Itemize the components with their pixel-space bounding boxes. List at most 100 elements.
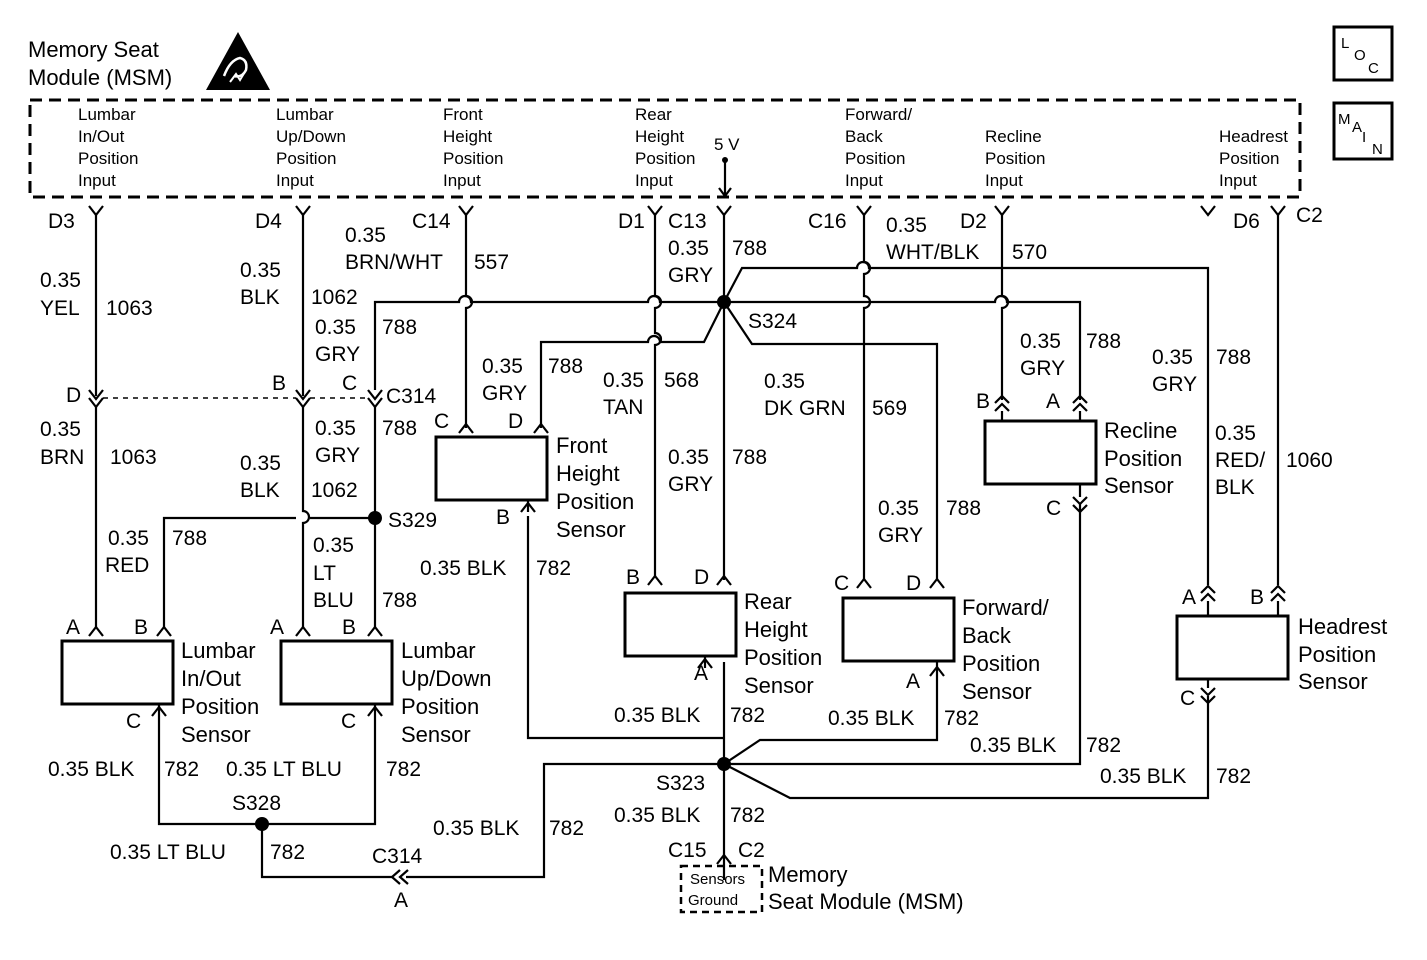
wire-circuit: 782 <box>549 817 584 840</box>
input-label-recline: Recline Position Input <box>985 127 1045 190</box>
wire-circuit: 782 <box>1086 734 1121 757</box>
wire-label: 0.35 BLK <box>614 804 700 827</box>
splice-s323-label: S323 <box>656 772 705 795</box>
svg-text:D: D <box>508 410 523 433</box>
wire-size: 0.35 <box>240 259 281 282</box>
wire-circuit: 782 <box>730 704 765 727</box>
svg-text:B: B <box>496 506 510 529</box>
wire-label: 0.35 LT BLU <box>226 758 342 781</box>
wire-circuit: 782 <box>536 557 571 580</box>
svg-text:B: B <box>342 616 356 639</box>
wire-size: 0.35 <box>886 214 927 237</box>
wire-label: 0.35 BLK <box>828 707 914 730</box>
svg-text:A: A <box>66 616 80 639</box>
svg-text:Position: Position <box>1298 642 1376 667</box>
msm-pin-d4: D4 <box>255 210 282 233</box>
rear-height-sensor: B D A Rear Height Position Sensor <box>623 566 822 698</box>
svg-text:Front: Front <box>443 105 483 124</box>
c314-pin-d: D <box>66 384 81 407</box>
wire-label: 0.35 BLK <box>420 557 506 580</box>
wire-size: 0.35 <box>1020 330 1061 353</box>
wire-circuit: 788 <box>946 497 981 520</box>
wire-label: 0.35 LT BLU <box>110 841 226 864</box>
lumbar-inout-sensor: A B C Lumbar In/Out Position Sensor <box>60 616 259 747</box>
svg-text:Lumbar: Lumbar <box>401 638 476 663</box>
loc-icon: L O C <box>1332 25 1394 82</box>
input-label-forward-back: Forward/ Back Position Input <box>845 105 912 190</box>
svg-text:Position: Position <box>962 651 1040 676</box>
forward-back-sensor: C D A Forward/ Back Position Sensor <box>834 572 1050 704</box>
svg-text:Position: Position <box>401 694 479 719</box>
wire-circuit: 782 <box>164 758 199 781</box>
recline-sensor: B A C Recline Position Sensor <box>976 390 1182 520</box>
svg-text:Up/Down: Up/Down <box>401 666 491 691</box>
svg-text:Position: Position <box>443 149 503 168</box>
svg-text:Sensor: Sensor <box>1298 669 1368 694</box>
svg-text:Sensors: Sensors <box>690 871 745 888</box>
svg-text:Height: Height <box>443 127 492 146</box>
svg-text:C: C <box>341 710 356 733</box>
wire-size: 0.35 <box>1152 346 1193 369</box>
headrest-sensor: A B C Headrest Position Sensor <box>1175 584 1387 710</box>
msm-pin-d3: D3 <box>48 210 75 233</box>
svg-text:A: A <box>1352 119 1362 136</box>
wire-size: 0.35 <box>108 527 149 550</box>
msm-pin-c2: C2 <box>1296 204 1323 227</box>
svg-text:Position: Position <box>556 489 634 514</box>
msm-pin-c16: C16 <box>808 210 847 233</box>
svg-text:Up/Down: Up/Down <box>276 127 346 146</box>
svg-text:Input: Input <box>78 171 116 190</box>
splice-s323-dot <box>717 757 731 771</box>
splice-s328-label: S328 <box>232 792 281 815</box>
wire-label: 0.35 BLK <box>433 817 519 840</box>
input-label-lumbar-inout: Lumbar In/Out Position Input <box>78 105 138 190</box>
wire-circuit: 788 <box>1086 330 1121 353</box>
svg-text:C: C <box>434 410 449 433</box>
wire-size: 0.35 <box>240 452 281 475</box>
svg-text:Position: Position <box>276 149 336 168</box>
svg-text:C15: C15 <box>668 839 707 862</box>
svg-text:B: B <box>626 566 640 589</box>
wire-circuit: 788 <box>382 316 417 339</box>
wire-color: BLK <box>240 286 280 309</box>
wire-size: 0.35 <box>313 534 354 557</box>
svg-text:C2: C2 <box>738 839 765 862</box>
wire-color: GRY <box>668 264 713 287</box>
svg-text:Position: Position <box>635 149 695 168</box>
lumbar-updown-sensor: A B C Lumbar Up/Down Position Sensor <box>270 616 491 747</box>
wire-color: LT <box>313 562 336 585</box>
svg-text:C: C <box>1046 497 1061 520</box>
svg-text:N: N <box>1372 141 1383 158</box>
svg-text:Sensor: Sensor <box>744 673 814 698</box>
wire-circuit: 1060 <box>1286 449 1333 472</box>
svg-text:Sensor: Sensor <box>1104 473 1174 498</box>
module-title-line2: Module (MSM) <box>28 65 172 90</box>
wire-circuit: 1063 <box>106 297 153 320</box>
svg-text:Input: Input <box>1219 171 1257 190</box>
svg-text:D: D <box>694 566 709 589</box>
svg-text:Position: Position <box>181 694 259 719</box>
wire-size: 0.35 <box>668 446 709 469</box>
wire-circuit: 782 <box>270 841 305 864</box>
c314-pin-c: C <box>342 372 357 395</box>
svg-text:C: C <box>834 572 849 595</box>
svg-text:Sensor: Sensor <box>962 679 1032 704</box>
svg-text:A: A <box>906 670 920 693</box>
svg-text:Position: Position <box>78 149 138 168</box>
svg-text:Back: Back <box>845 127 883 146</box>
svg-text:Lumbar: Lumbar <box>276 105 334 124</box>
svg-text:Rear: Rear <box>635 105 672 124</box>
wire-size: 0.35 <box>668 237 709 260</box>
wire-size: 0.35 <box>345 224 386 247</box>
svg-text:Forward/: Forward/ <box>845 105 912 124</box>
input-label-rear-height: Rear Height Position Input <box>635 105 695 190</box>
wire-circuit: 1062 <box>311 286 358 309</box>
splice-s329-label: S329 <box>388 509 437 532</box>
svg-text:B: B <box>976 390 990 413</box>
five-volt-reference <box>718 157 732 198</box>
svg-text:Sensor: Sensor <box>401 722 471 747</box>
wire-label: 0.35 BLK <box>970 734 1056 757</box>
svg-text:Seat Module (MSM): Seat Module (MSM) <box>768 889 964 914</box>
svg-text:Position: Position <box>845 149 905 168</box>
front-height-sensor: C D B Front Height Position Sensor <box>434 410 634 542</box>
